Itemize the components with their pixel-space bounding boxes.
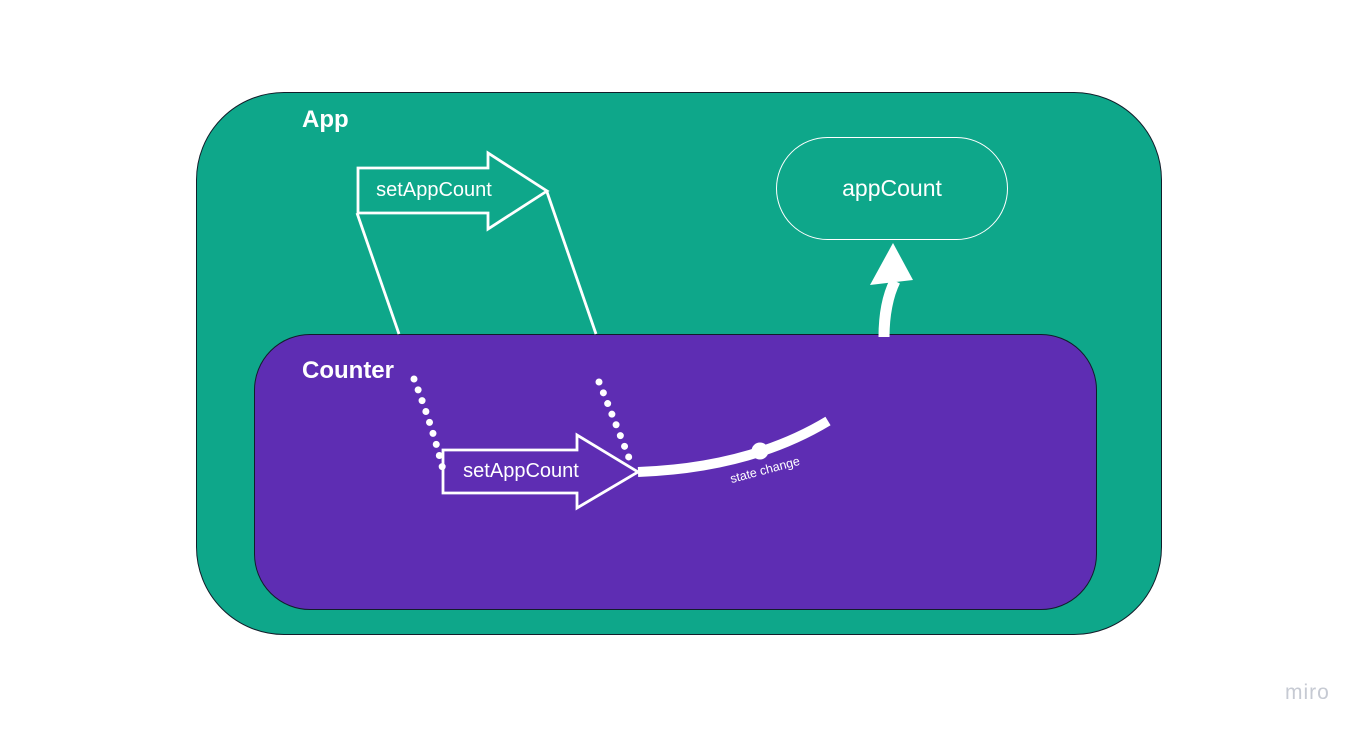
counter-setappcount-label: setAppCount [463,460,579,482]
miro-watermark: miro [1285,681,1330,704]
appcount-state-pill[interactable]: appCount [776,137,1008,240]
app-setappcount-label: setAppCount [376,179,492,201]
app-title: App [302,106,349,133]
counter-title: Counter [302,357,394,384]
appcount-label: appCount [842,175,942,201]
